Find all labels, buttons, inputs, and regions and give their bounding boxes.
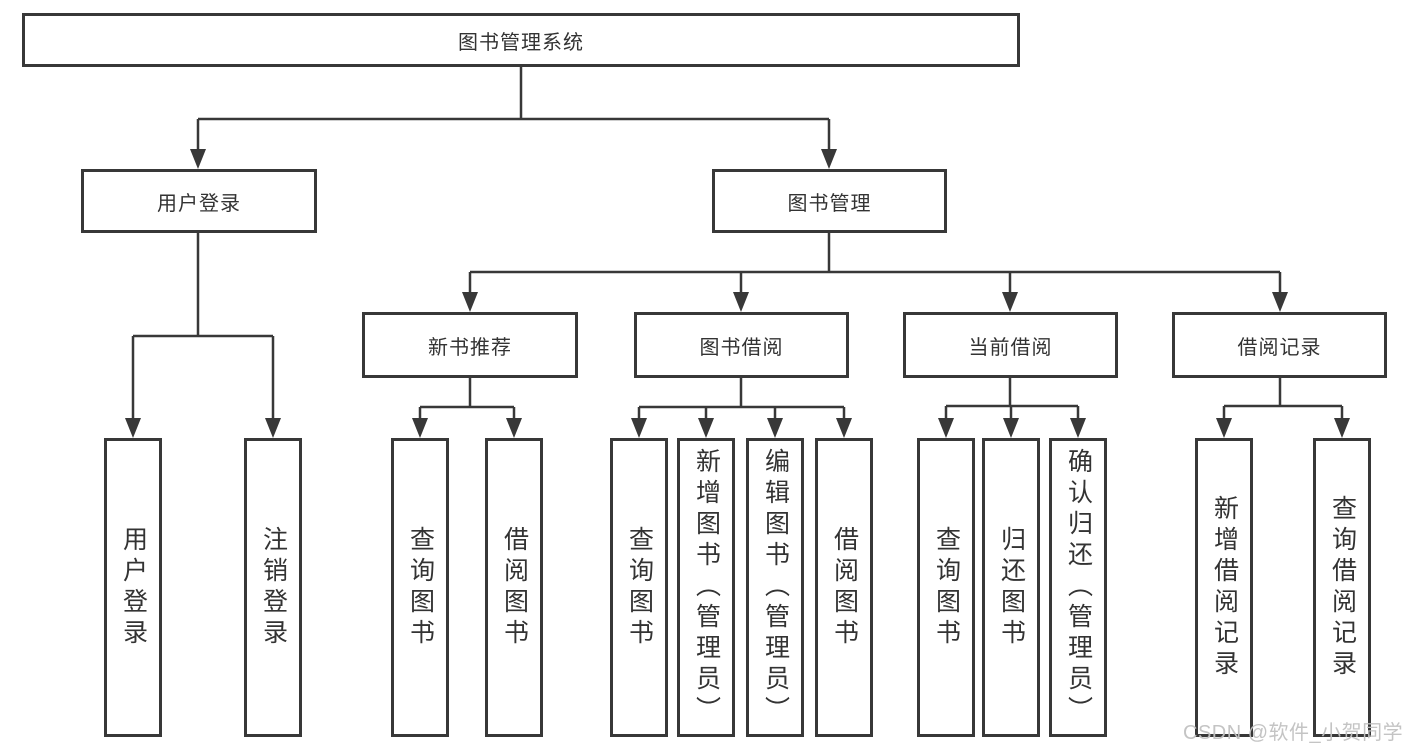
- leaf-current-confirm-return-admin: 确认归还（管理员）: [1049, 438, 1107, 737]
- connector-root-to-level2: [196, 67, 831, 151]
- leaf-borrow-borrow-books: 借阅图书: [815, 438, 873, 737]
- watermark: CSDN @软件_小贺同学: [1183, 722, 1404, 744]
- arrow-down-icon: [767, 418, 783, 438]
- leaf-newrec-query-books: 查询图书: [391, 438, 449, 737]
- arrow-down-icon: [265, 418, 281, 438]
- node-user-login: 用户登录: [81, 169, 317, 233]
- arrow-down-icon: [1003, 418, 1019, 438]
- leaf-borrow-add-books-admin: 新增图书（管理员）: [677, 438, 735, 737]
- arrow-down-icon: [412, 418, 428, 438]
- arrow-down-icon: [1070, 418, 1086, 438]
- connector-borrowing-to-leaves: [637, 378, 846, 421]
- connector-newrec-to-leaves: [418, 378, 516, 421]
- node-borrowing-records: 借阅记录: [1172, 312, 1387, 378]
- arrow-down-icon: [1334, 418, 1350, 438]
- arrow-down-icon: [1272, 292, 1288, 312]
- leaf-borrow-edit-books-admin: 编辑图书（管理员）: [746, 438, 804, 737]
- leaf-logout: 注销登录: [244, 438, 302, 737]
- arrow-down-icon: [821, 149, 837, 169]
- leaf-newrec-borrow-books: 借阅图书: [485, 438, 543, 737]
- arrow-down-icon: [1002, 292, 1018, 312]
- arrow-down-icon: [733, 292, 749, 312]
- connector-current-to-leaves: [944, 378, 1080, 421]
- root-node: 图书管理系统: [22, 13, 1020, 67]
- leaf-records-add-record: 新增借阅记录: [1195, 438, 1253, 737]
- node-book-borrowing: 图书借阅: [634, 312, 849, 378]
- leaf-current-query-books: 查询图书: [917, 438, 975, 737]
- connector-records-to-leaves: [1222, 378, 1344, 421]
- leaf-borrow-query-books: 查询图书: [610, 438, 668, 737]
- arrow-down-icon: [190, 149, 206, 169]
- arrow-down-icon: [125, 418, 141, 438]
- node-new-book-recommend: 新书推荐: [362, 312, 578, 378]
- leaf-current-return-books: 归还图书: [982, 438, 1040, 737]
- node-book-management: 图书管理: [712, 169, 947, 233]
- arrow-down-icon: [462, 292, 478, 312]
- arrow-down-icon: [836, 418, 852, 438]
- node-current-borrowing: 当前借阅: [903, 312, 1118, 378]
- arrow-down-icon: [1216, 418, 1232, 438]
- connector-bookmgmt-to-level3: [468, 232, 1282, 295]
- arrow-down-icon: [698, 418, 714, 438]
- connector-userlogin-to-leaves: [131, 233, 275, 421]
- leaf-records-query-record: 查询借阅记录: [1313, 438, 1371, 737]
- arrow-down-icon: [938, 418, 954, 438]
- arrow-down-icon: [506, 418, 522, 438]
- leaf-user-login: 用户登录: [104, 438, 162, 737]
- arrow-down-icon: [631, 418, 647, 438]
